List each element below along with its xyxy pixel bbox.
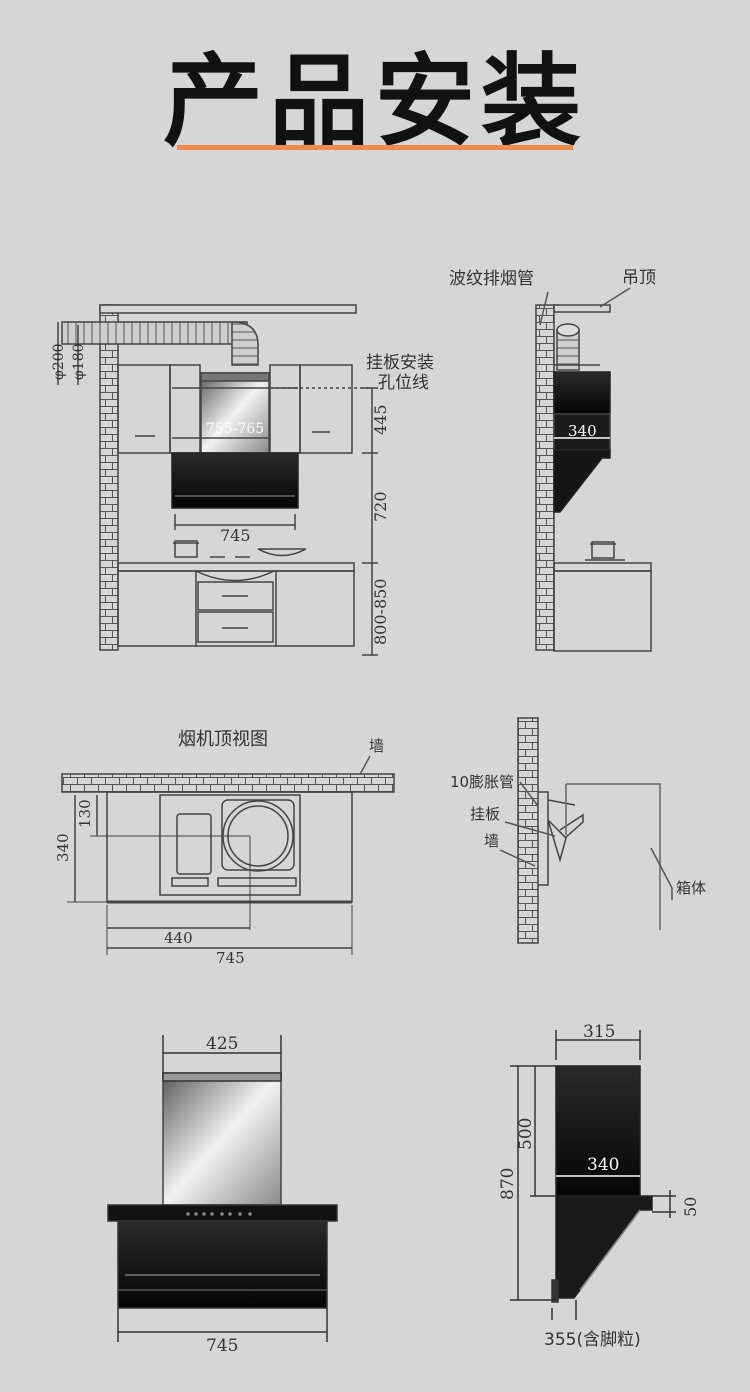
mount-line-label-1: 挂板安装 bbox=[366, 353, 434, 373]
mount-body-label: 箱体 bbox=[676, 879, 706, 897]
front-dim-800-850: 800-850 bbox=[371, 579, 390, 645]
product-front-buttons bbox=[186, 1212, 252, 1216]
product-front-glass bbox=[117, 1220, 328, 1309]
front-dia-180: φ180 bbox=[71, 343, 87, 380]
counter-top bbox=[117, 562, 355, 572]
product-side-dim-355: 355(含脚粒) bbox=[544, 1330, 641, 1350]
side-ceiling-label: 吊顶 bbox=[622, 268, 656, 288]
side-dim-340: 340 bbox=[568, 422, 597, 440]
side-installation-view bbox=[535, 287, 652, 652]
front-dim-755-765: 755-765 bbox=[206, 421, 264, 437]
product-front-dim-745: 745 bbox=[206, 1336, 238, 1356]
product-side-dim-50: 50 bbox=[681, 1197, 700, 1217]
front-installation-view bbox=[57, 304, 378, 656]
product-front-dim-425: 425 bbox=[206, 1034, 238, 1054]
mount-detail bbox=[499, 717, 673, 944]
product-front-chimney bbox=[162, 1072, 282, 1206]
page-title: 产品安装 bbox=[163, 43, 587, 160]
product-side-dim-340: 340 bbox=[587, 1155, 619, 1175]
product-side-hood bbox=[555, 1195, 653, 1299]
top-view-wall-label: 墙 bbox=[369, 737, 384, 755]
side-ceiling bbox=[553, 304, 611, 313]
product-front bbox=[107, 1035, 338, 1342]
product-side-chimney bbox=[555, 1065, 641, 1197]
front-dim-745: 745 bbox=[220, 526, 251, 545]
product-side-dim-500: 500 bbox=[516, 1118, 536, 1150]
mount-plate-label: 挂板 bbox=[470, 805, 500, 823]
product-side-dim-870: 870 bbox=[498, 1168, 518, 1200]
front-dim-720: 720 bbox=[371, 491, 390, 522]
left-upper-cabinet bbox=[117, 364, 171, 454]
side-brick-wall bbox=[535, 304, 555, 651]
horizontal-duct bbox=[61, 321, 248, 345]
top-view bbox=[61, 755, 395, 955]
front-dim-445: 445 bbox=[371, 404, 390, 435]
pot-left bbox=[174, 540, 198, 558]
base-cabinets bbox=[117, 570, 355, 647]
side-chimney bbox=[553, 371, 611, 415]
front-ceiling bbox=[99, 304, 357, 314]
top-dim-130: 130 bbox=[76, 799, 94, 828]
top-dim-340: 340 bbox=[54, 833, 72, 862]
side-hood bbox=[553, 449, 611, 513]
product-side-dim-315: 315 bbox=[583, 1022, 615, 1042]
mount-anchor-label: 10膨胀管 bbox=[450, 773, 514, 791]
product-side bbox=[510, 1030, 676, 1320]
top-view-hood-body bbox=[159, 794, 301, 896]
front-hood bbox=[171, 452, 299, 509]
top-dim-440: 440 bbox=[164, 929, 193, 947]
front-dia-200: φ200 bbox=[51, 343, 67, 380]
front-chimney bbox=[200, 372, 270, 454]
top-view-wall bbox=[61, 773, 395, 793]
mount-line-label-2: 孔位线 bbox=[378, 373, 429, 393]
top-view-heading: 烟机顶视图 bbox=[178, 729, 268, 750]
title-underline bbox=[177, 145, 573, 150]
wok bbox=[257, 548, 307, 557]
front-brick-wall bbox=[99, 304, 119, 651]
right-upper-cabinet bbox=[299, 364, 353, 454]
side-duct-label: 波纹排烟管 bbox=[449, 269, 534, 289]
top-dim-745: 745 bbox=[216, 949, 245, 967]
mount-wall-label: 墙 bbox=[484, 832, 499, 850]
